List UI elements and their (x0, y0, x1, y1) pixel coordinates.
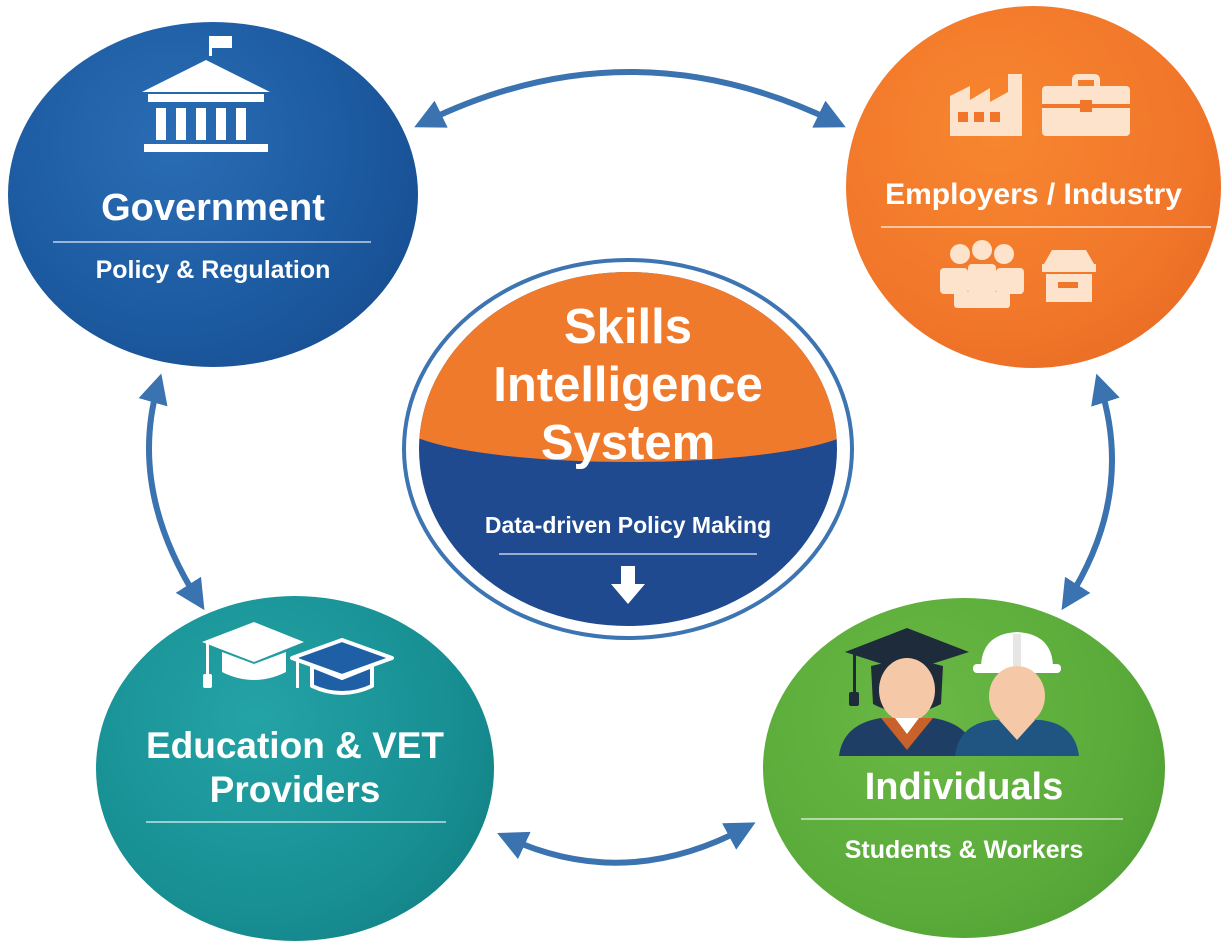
people-group-icon (940, 240, 1024, 308)
government-title: Government (101, 187, 325, 229)
down-arrow-icon (611, 566, 645, 604)
employers-node: Employers / Industry (846, 6, 1221, 368)
education-title-line1: Education & VET (145, 725, 445, 766)
student-avatar-icon (839, 628, 977, 756)
government-subtitle: Policy & Regulation (95, 256, 331, 284)
center-title-line1: Skills (563, 300, 693, 354)
arrow-employers-individuals (1061, 373, 1120, 611)
arrow-government-employers (414, 69, 846, 128)
government-node: Government Policy & Regulation (8, 22, 418, 367)
storefront-icon (1042, 250, 1096, 302)
education-title-line2: Providers (209, 769, 381, 810)
briefcase-icon (1042, 74, 1130, 136)
individuals-divider (801, 818, 1123, 820)
center-orange-band (419, 272, 837, 462)
individuals-subtitle: Students & Workers (844, 836, 1084, 864)
center-divider (499, 553, 757, 555)
education-title: Education & VET Providers (96, 724, 494, 812)
center-title-line2: Intelligence (493, 358, 763, 412)
skills-intelligence-system-node: Skills Intelligence System Data-driven P… (419, 272, 837, 626)
center-title-line3: System (540, 416, 716, 470)
government-divider (53, 241, 371, 243)
graduation-cap-blue-icon (290, 638, 394, 695)
factory-icon (950, 74, 1022, 136)
individuals-title: Individuals (864, 766, 1064, 808)
arrow-education-government (138, 373, 205, 611)
center-title: Skills Intelligence System (419, 298, 837, 472)
employers-title: Employers / Industry (885, 178, 1182, 211)
arrow-individuals-education (497, 822, 756, 866)
employers-divider (881, 226, 1211, 228)
worker-avatar-icon (955, 632, 1079, 756)
education-divider (146, 821, 446, 823)
center-subtitle: Data-driven Policy Making (484, 512, 772, 538)
individuals-node: Individuals Students & Workers (763, 598, 1165, 938)
government-building-icon (142, 36, 270, 152)
graduation-cap-icon (202, 622, 304, 688)
education-node: Education & VET Providers (96, 596, 494, 941)
